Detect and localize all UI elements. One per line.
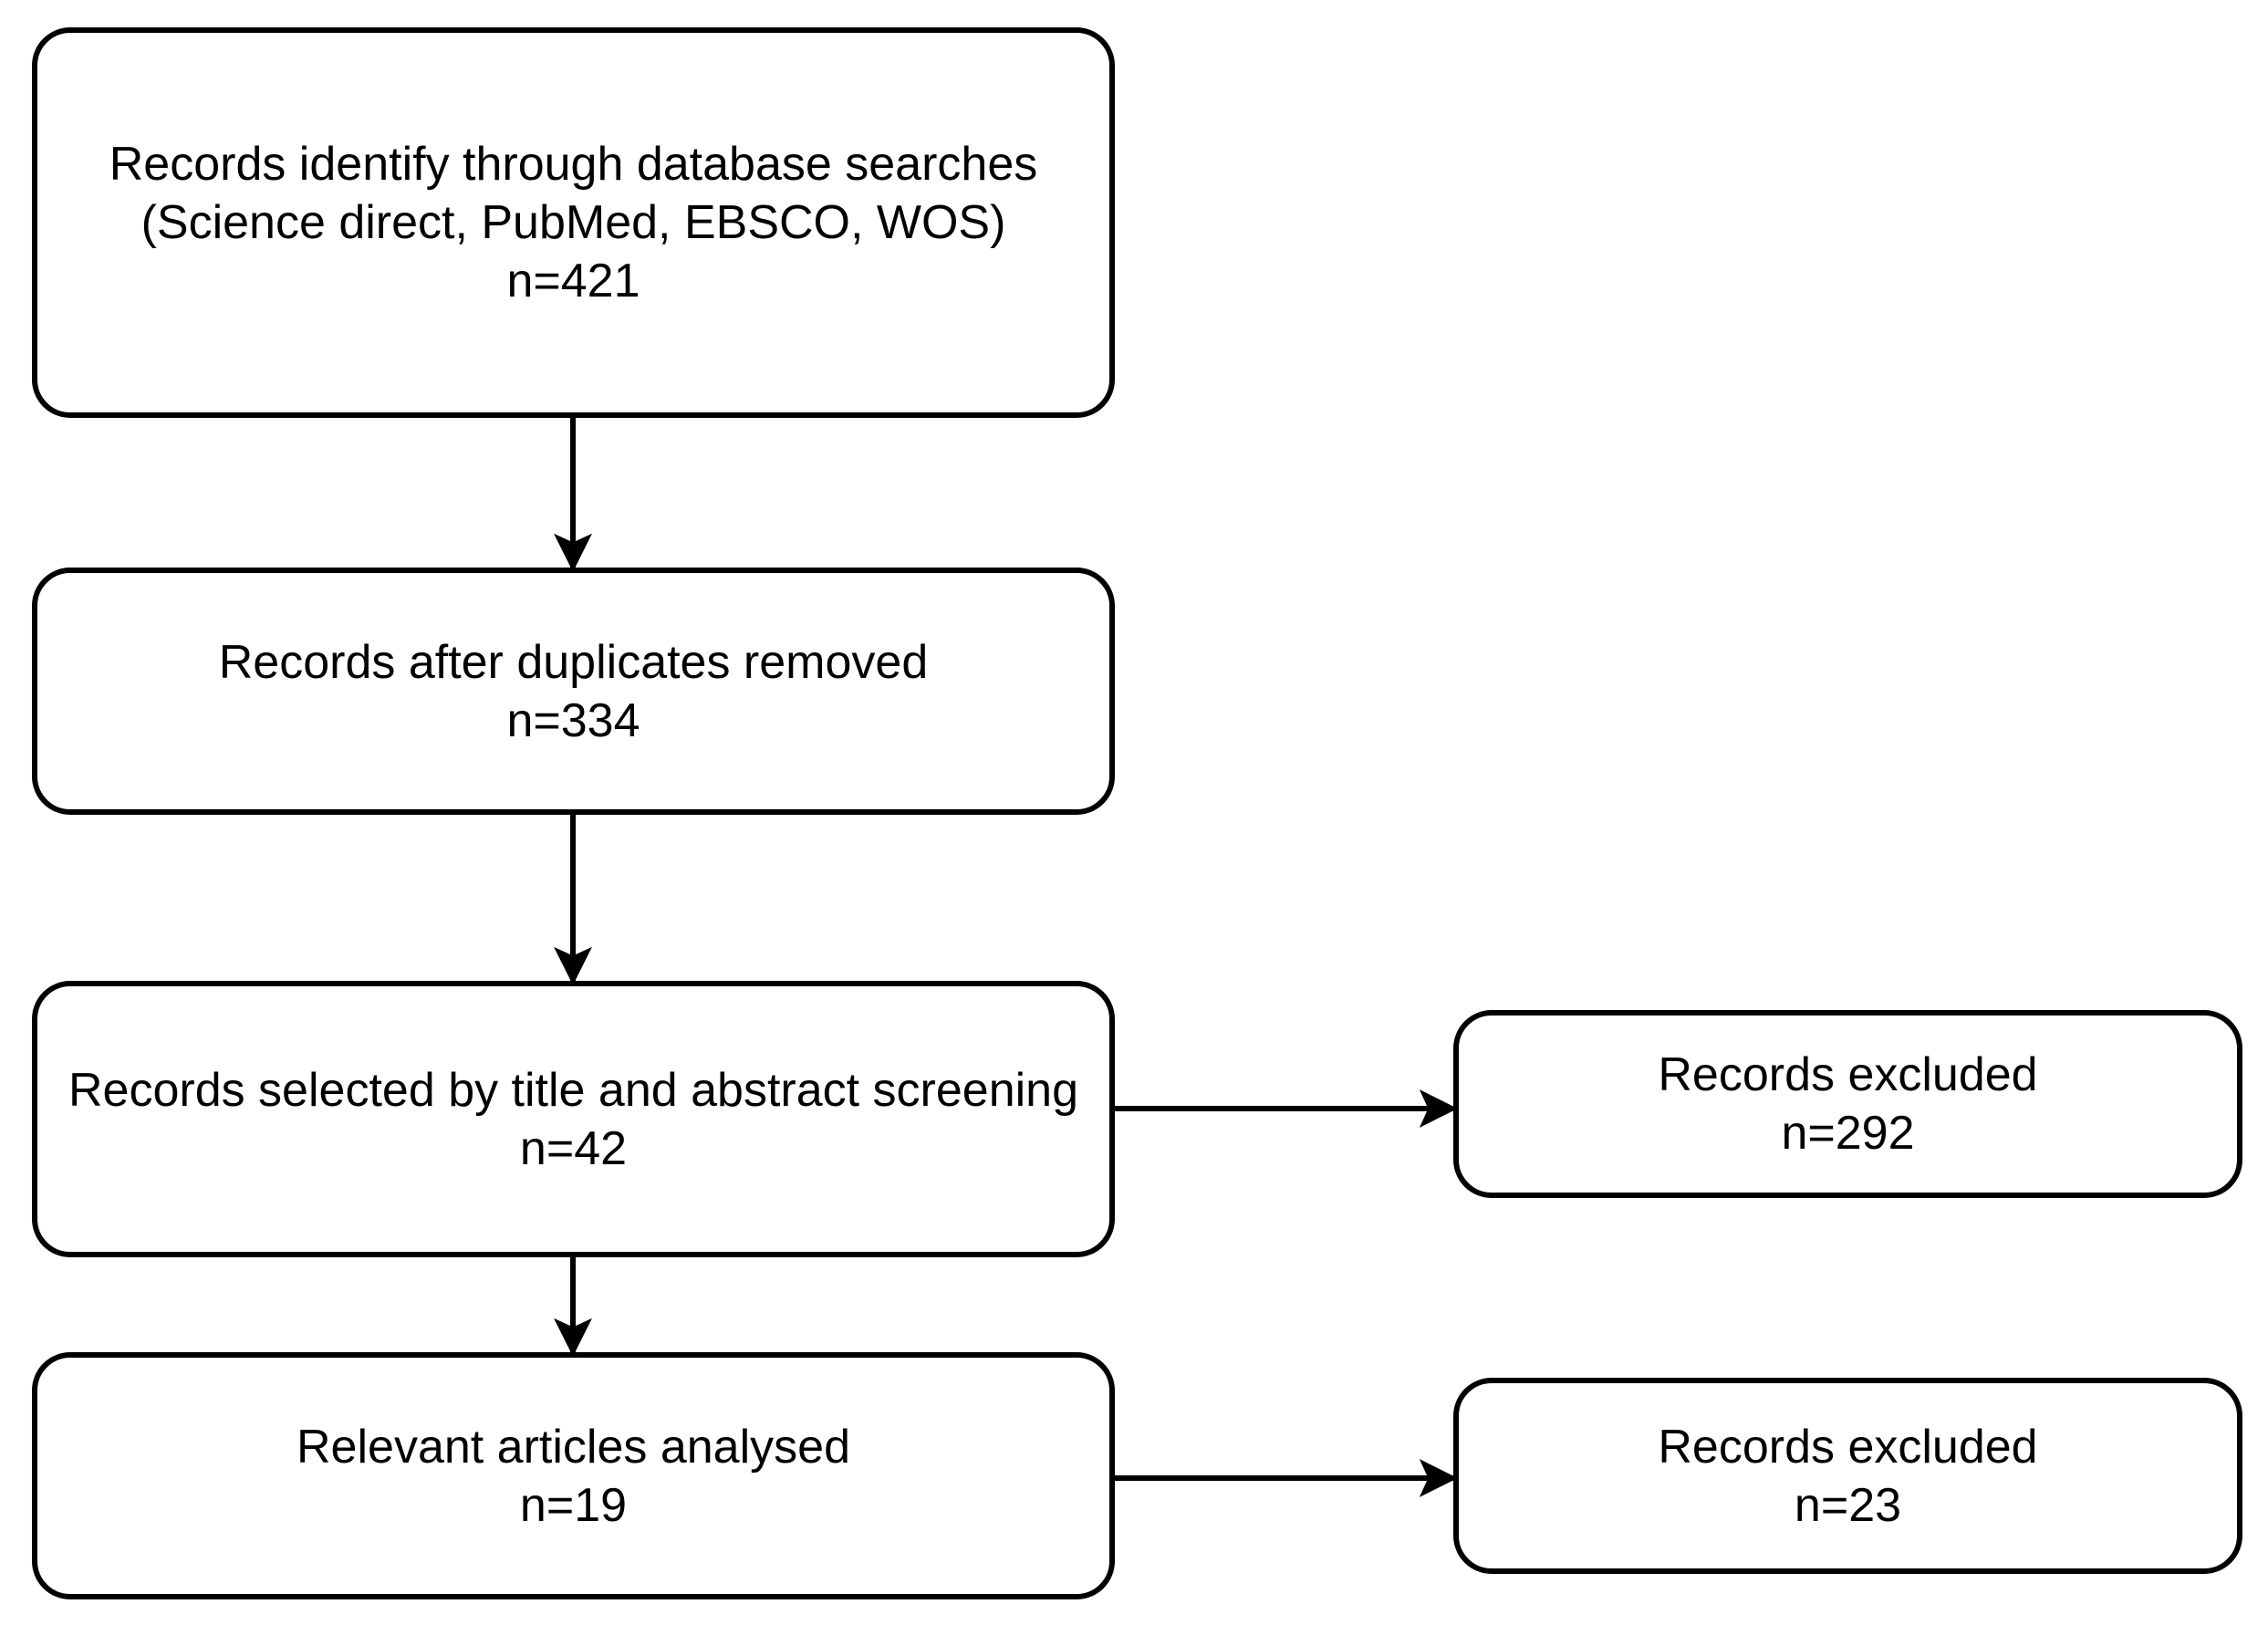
node-records-excluded-screening-text: Records excluded n=292 [1658, 1048, 2038, 1160]
node-records-excluded-eligibility-text: Records excluded n=23 [1658, 1420, 2038, 1532]
node-records-identified-text: Records identify through database search… [109, 138, 1038, 307]
node-records-after-duplicates-removed-text: Records after duplicates removed n=334 [218, 635, 929, 747]
node-records-excluded-eligibility: Records excluded n=23 [1453, 1378, 2242, 1574]
node-records-identified: Records identify through database search… [32, 27, 1115, 418]
node-relevant-articles-analysed: Relevant articles analysed n=19 [32, 1352, 1115, 1599]
node-relevant-articles-analysed-text: Relevant articles analysed n=19 [297, 1420, 850, 1532]
node-records-selected-by-title-and-abstract-text: Records selected by title and abstract s… [68, 1063, 1079, 1175]
node-records-selected-by-title-and-abstract: Records selected by title and abstract s… [32, 981, 1115, 1257]
node-records-excluded-screening: Records excluded n=292 [1453, 1010, 2242, 1198]
node-records-after-duplicates-removed: Records after duplicates removed n=334 [32, 568, 1115, 815]
